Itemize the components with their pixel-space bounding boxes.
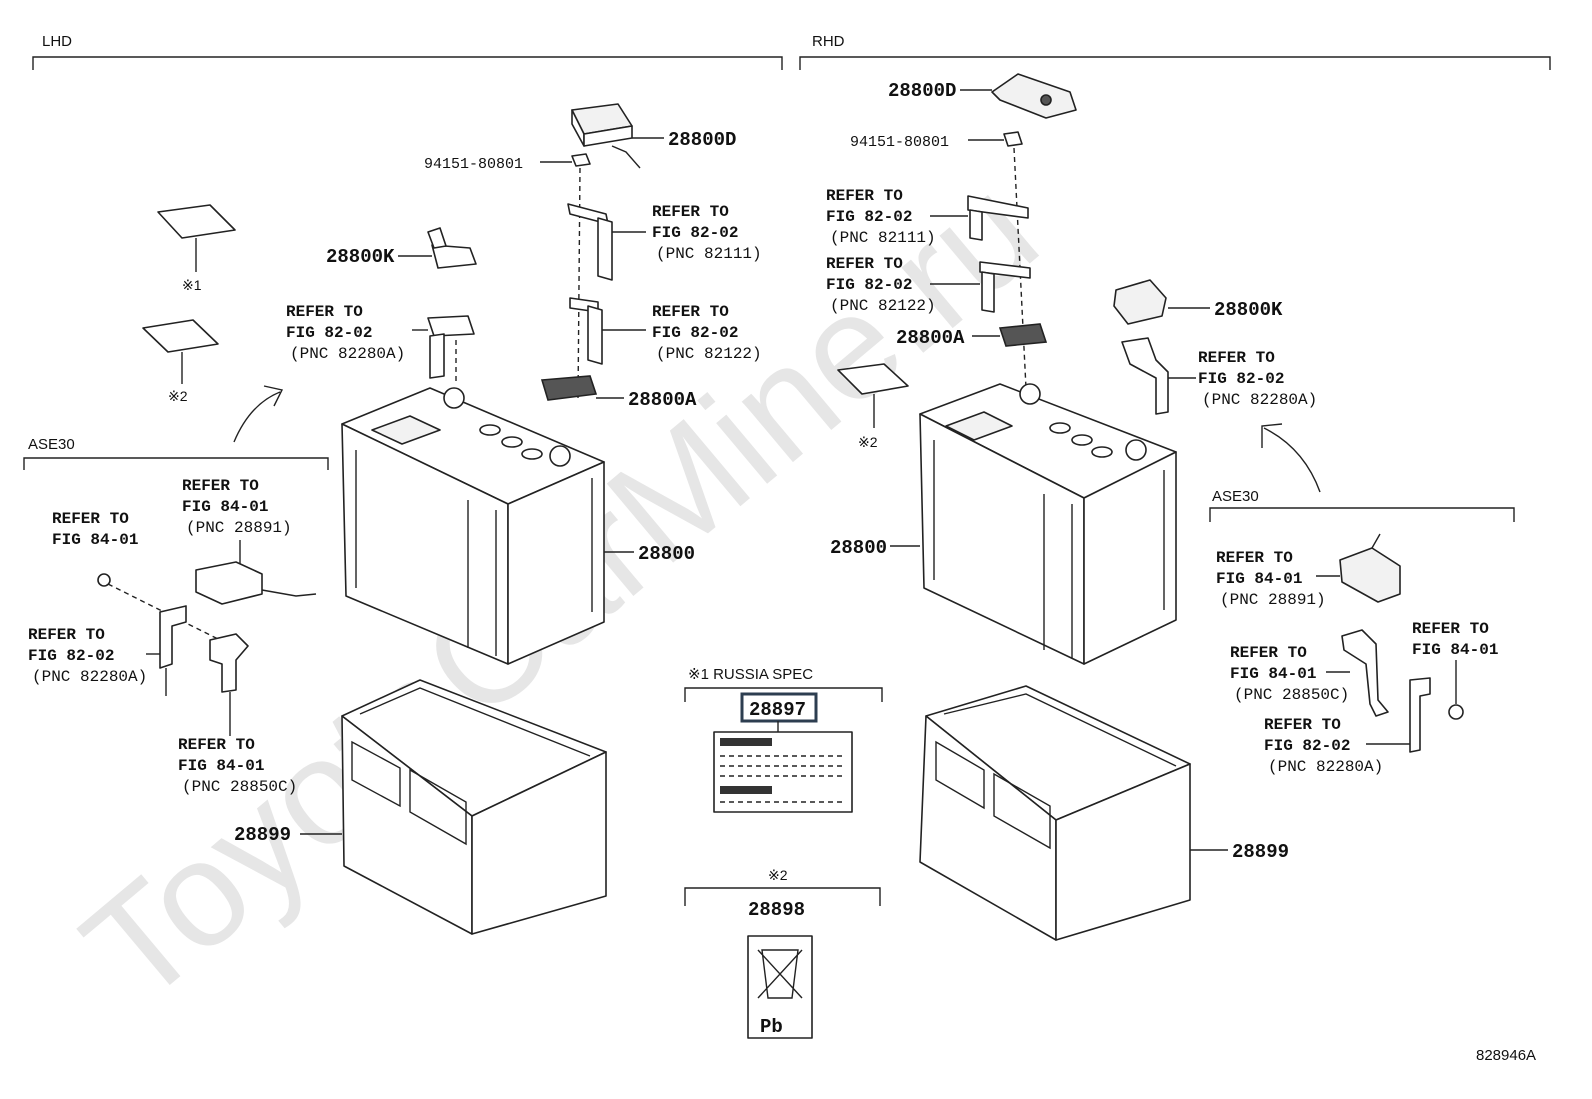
refer-82111-l3: (PNC 82111) (656, 245, 762, 263)
terminal-82122-rhd: REFER TO FIG 82-02 (PNC 82122) (826, 255, 1031, 315)
part-28800k-lhd: 28800K (326, 246, 395, 268)
label-sticker-2: ※2 (142, 319, 219, 404)
clamp-28800k-rhd: 28800K (1113, 279, 1283, 325)
lhd-label: LHD (42, 33, 72, 50)
russia-spec-box: ※1 RUSSIA SPEC 28897 (684, 666, 883, 813)
part-28899-rhd: 28899 (1232, 841, 1289, 863)
refer-ase-l-a1: REFER TO (52, 510, 129, 528)
refer-82122-l2: FIG 82-02 (652, 324, 738, 342)
refer-ase-r-d1: REFER TO (1264, 716, 1341, 734)
mark-2-rhd: ※2 (858, 434, 878, 450)
refer-82280a-rhd-l3: (PNC 82280A) (1202, 391, 1317, 409)
refer-ase-l-b1: REFER TO (182, 477, 259, 495)
refer-ase-r-a1: REFER TO (1216, 549, 1293, 567)
refer-82280a-rhd-l2: FIG 82-02 (1198, 370, 1284, 388)
clamp-28800k-lhd: 28800K (326, 227, 477, 269)
refer-ase-r-d2: FIG 82-02 (1264, 737, 1350, 755)
refer-82122-l3: (PNC 82122) (656, 345, 762, 363)
ase30-rhd-group: ASE30 REFER TO FIG 84-01 (PNC 28891) REF… (1209, 488, 1515, 776)
refer-ase-l-c3: (PNC 82280A) (32, 668, 147, 686)
clamp-28800a-lhd: 28800A (540, 375, 697, 411)
tray-28899-rhd: 28899 (919, 685, 1289, 941)
battery-28800-rhd: 28800 (830, 383, 1177, 665)
pb-mark: Pb (760, 1016, 783, 1038)
mark-1: ※1 (182, 277, 202, 293)
terminal-82122: REFER TO FIG 82-02 (PNC 82122) (569, 297, 762, 365)
mark-2: ※2 (168, 388, 188, 404)
refer-ase-l-c2: FIG 82-02 (28, 647, 114, 665)
refer-82111-rhd-l3: (PNC 82111) (830, 229, 936, 247)
refer-82122-rhd-l2: FIG 82-02 (826, 276, 912, 294)
refer-ase-l-b3: (PNC 28891) (186, 519, 292, 537)
rhd-label: RHD (812, 33, 845, 50)
rhd-section-header: RHD (799, 33, 1551, 70)
refer-82280a-lhd-l3: (PNC 82280A) (290, 345, 405, 363)
refer-ase-l-d3: (PNC 28850C) (182, 778, 297, 796)
nut-lhd: 94151-80801 (424, 153, 591, 173)
battery-28800-lhd: 28800 (341, 387, 695, 665)
part-28897-highlight[interactable] (740, 692, 818, 723)
arrow-lhd (233, 385, 284, 443)
cable-82280a-rhd: REFER TO FIG 82-02 (PNC 82280A) (1121, 337, 1317, 415)
refer-82122-rhd-l3: (PNC 82122) (830, 297, 936, 315)
refer-82111-rhd-l2: FIG 82-02 (826, 208, 912, 226)
ase30-lhd-label: ASE30 (28, 436, 75, 453)
refer-ase-l-a2: FIG 84-01 (52, 531, 138, 549)
cover-28800d-rhd: 28800D (888, 73, 1077, 119)
part-28898: 28898 (748, 899, 805, 921)
illustration-id: 828946A (1476, 1047, 1536, 1064)
note2-mark: ※2 (768, 867, 788, 883)
part-28800-lhd: 28800 (638, 543, 695, 565)
note2-box: ※2 28898 Pb (684, 867, 881, 1039)
ase30-rhd-label: ASE30 (1212, 488, 1259, 505)
refer-ase-r-c2: FIG 84-01 (1412, 641, 1498, 659)
nut-rhd: 94151-80801 (850, 131, 1023, 151)
arrow-rhd (1261, 423, 1321, 493)
part-28800d-lhd: 28800D (668, 129, 736, 151)
refer-82122-rhd-l1: REFER TO (826, 255, 903, 273)
label-sticker-2-rhd: ※2 (837, 363, 909, 450)
tray-28899-lhd: 28899 (234, 679, 607, 935)
russia-spec-label: ※1 RUSSIA SPEC (688, 666, 813, 683)
part-28800k-rhd: 28800K (1214, 299, 1283, 321)
terminal-82111: REFER TO FIG 82-02 (PNC 82111) (567, 203, 762, 281)
cover-28800d-lhd: 28800D (571, 103, 736, 169)
refer-ase-l-c1: REFER TO (28, 626, 105, 644)
refer-ase-l-b2: FIG 84-01 (182, 498, 268, 516)
ase30-lhd-group: ASE30 REFER TO FIG 84-01 REFER TO FIG 84… (23, 436, 329, 796)
refer-ase-r-b3: (PNC 28850C) (1234, 686, 1349, 704)
lhd-section-header: LHD (32, 33, 783, 70)
label-sticker-1: ※1 (157, 204, 236, 293)
refer-ase-r-a2: FIG 84-01 (1216, 570, 1302, 588)
refer-82280a-lhd-l1: REFER TO (286, 303, 363, 321)
refer-82111-rhd-l1: REFER TO (826, 187, 903, 205)
part-94151-rhd: 94151-80801 (850, 134, 949, 151)
part-94151-lhd: 94151-80801 (424, 156, 523, 173)
refer-ase-l-d1: REFER TO (178, 736, 255, 754)
refer-ase-r-c1: REFER TO (1412, 620, 1489, 638)
refer-82111-l1: REFER TO (652, 203, 729, 221)
cable-82280a-lhd: REFER TO FIG 82-02 (PNC 82280A) (286, 303, 475, 384)
terminal-82111-rhd: REFER TO FIG 82-02 (PNC 82111) (826, 187, 1029, 247)
refer-ase-r-b1: REFER TO (1230, 644, 1307, 662)
refer-ase-l-d2: FIG 84-01 (178, 757, 264, 775)
part-28800-rhd: 28800 (830, 537, 887, 559)
part-28800a-rhd: 28800A (896, 327, 965, 349)
part-28800d-rhd: 28800D (888, 80, 956, 102)
clamp-28800a-rhd: 28800A (896, 323, 1048, 349)
refer-82111-l2: FIG 82-02 (652, 224, 738, 242)
refer-ase-r-d3: (PNC 82280A) (1268, 758, 1383, 776)
refer-82280a-lhd-l2: FIG 82-02 (286, 324, 372, 342)
refer-ase-r-a3: (PNC 28891) (1220, 591, 1326, 609)
part-28897[interactable]: 28897 (749, 699, 806, 721)
refer-82280a-rhd-l1: REFER TO (1198, 349, 1275, 367)
part-28800a-lhd: 28800A (628, 389, 697, 411)
refer-ase-r-b2: FIG 84-01 (1230, 665, 1316, 683)
part-28899-lhd: 28899 (234, 824, 291, 846)
refer-82122-l1: REFER TO (652, 303, 729, 321)
recycle-label-28898 (747, 935, 813, 1039)
